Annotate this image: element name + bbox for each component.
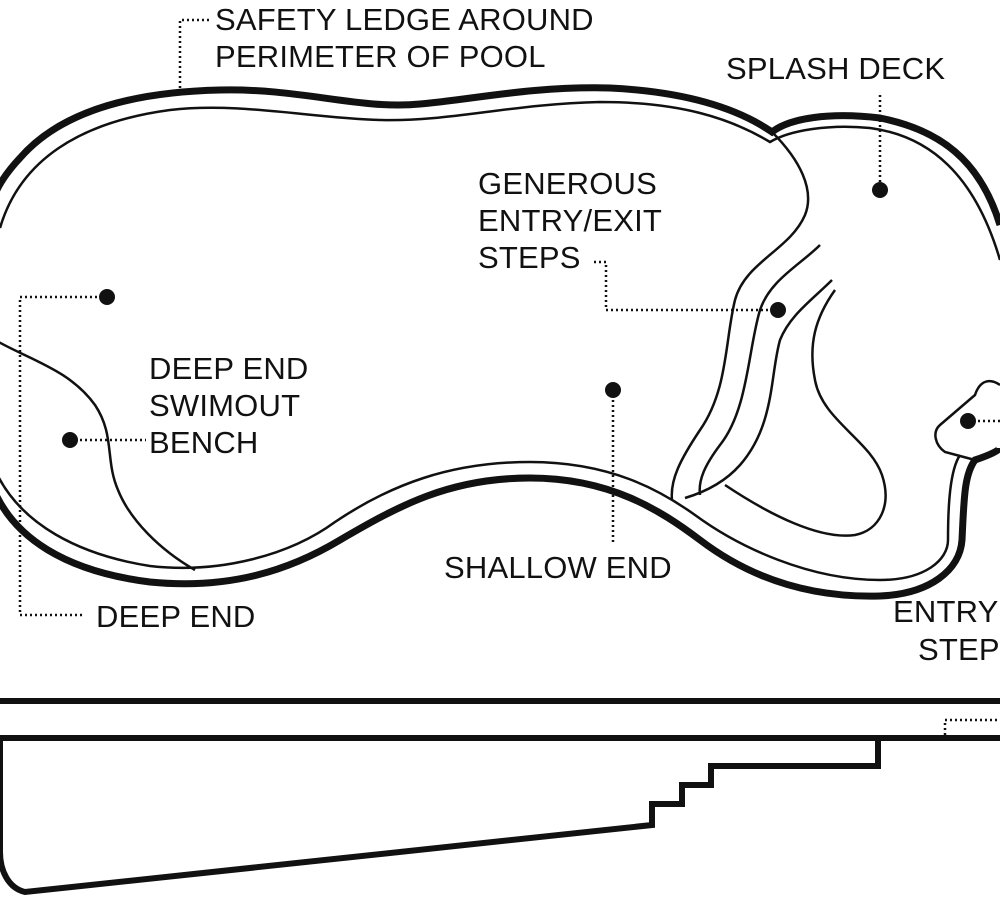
bench-curve [0, 341, 196, 572]
leader-entry-step-profile [943, 718, 1000, 735]
splash-deck-divider [670, 131, 810, 501]
leader-steps [594, 260, 778, 312]
label-steps-1: GENEROUS [478, 166, 657, 201]
pool-outer-wall [0, 84, 1000, 600]
pool-top-view [0, 84, 1000, 600]
step-curve-3 [724, 289, 887, 537]
label-splash-deck: SPLASH DECK [726, 51, 945, 86]
leader-deep-end [18, 295, 107, 617]
label-bench-2: SWIMOUT [149, 388, 300, 423]
label-shallow-end: SHALLOW END [444, 550, 672, 585]
label-bench-1: DEEP END [149, 351, 309, 386]
pool-profile-floor [0, 738, 881, 896]
entry-step-outline [934, 379, 1000, 462]
pool-side-profile [0, 698, 1000, 896]
dot-steps [770, 302, 786, 318]
label-entry-step-2: STEP [918, 632, 1000, 667]
label-steps-3: STEPS [478, 240, 581, 275]
labels: SAFETY LEDGE AROUND PERIMETER OF POOL SP… [96, 2, 1000, 667]
step-curve-1 [698, 244, 821, 496]
label-safety-ledge-2: PERIMETER OF POOL [215, 39, 546, 74]
label-bench-3: BENCH [149, 425, 259, 460]
label-safety-ledge-1: SAFETY LEDGE AROUND [215, 2, 594, 37]
dot-deep-end [99, 289, 115, 305]
safety-ledge-line [0, 100, 1000, 261]
callout-leaders [18, 18, 1000, 735]
step-curve-2 [684, 279, 833, 500]
callout-dots [62, 182, 976, 448]
label-entry-step-1: ENTRY [893, 594, 999, 629]
pool-floor-line [0, 454, 962, 582]
dot-splash-deck [872, 182, 888, 198]
dot-bench [62, 432, 78, 448]
label-steps-2: ENTRY/EXIT [478, 203, 662, 238]
leader-safety-ledge [178, 18, 210, 88]
dot-entry-step [960, 413, 976, 429]
label-deep-end: DEEP END [96, 599, 256, 634]
dot-shallow-end [605, 382, 621, 398]
